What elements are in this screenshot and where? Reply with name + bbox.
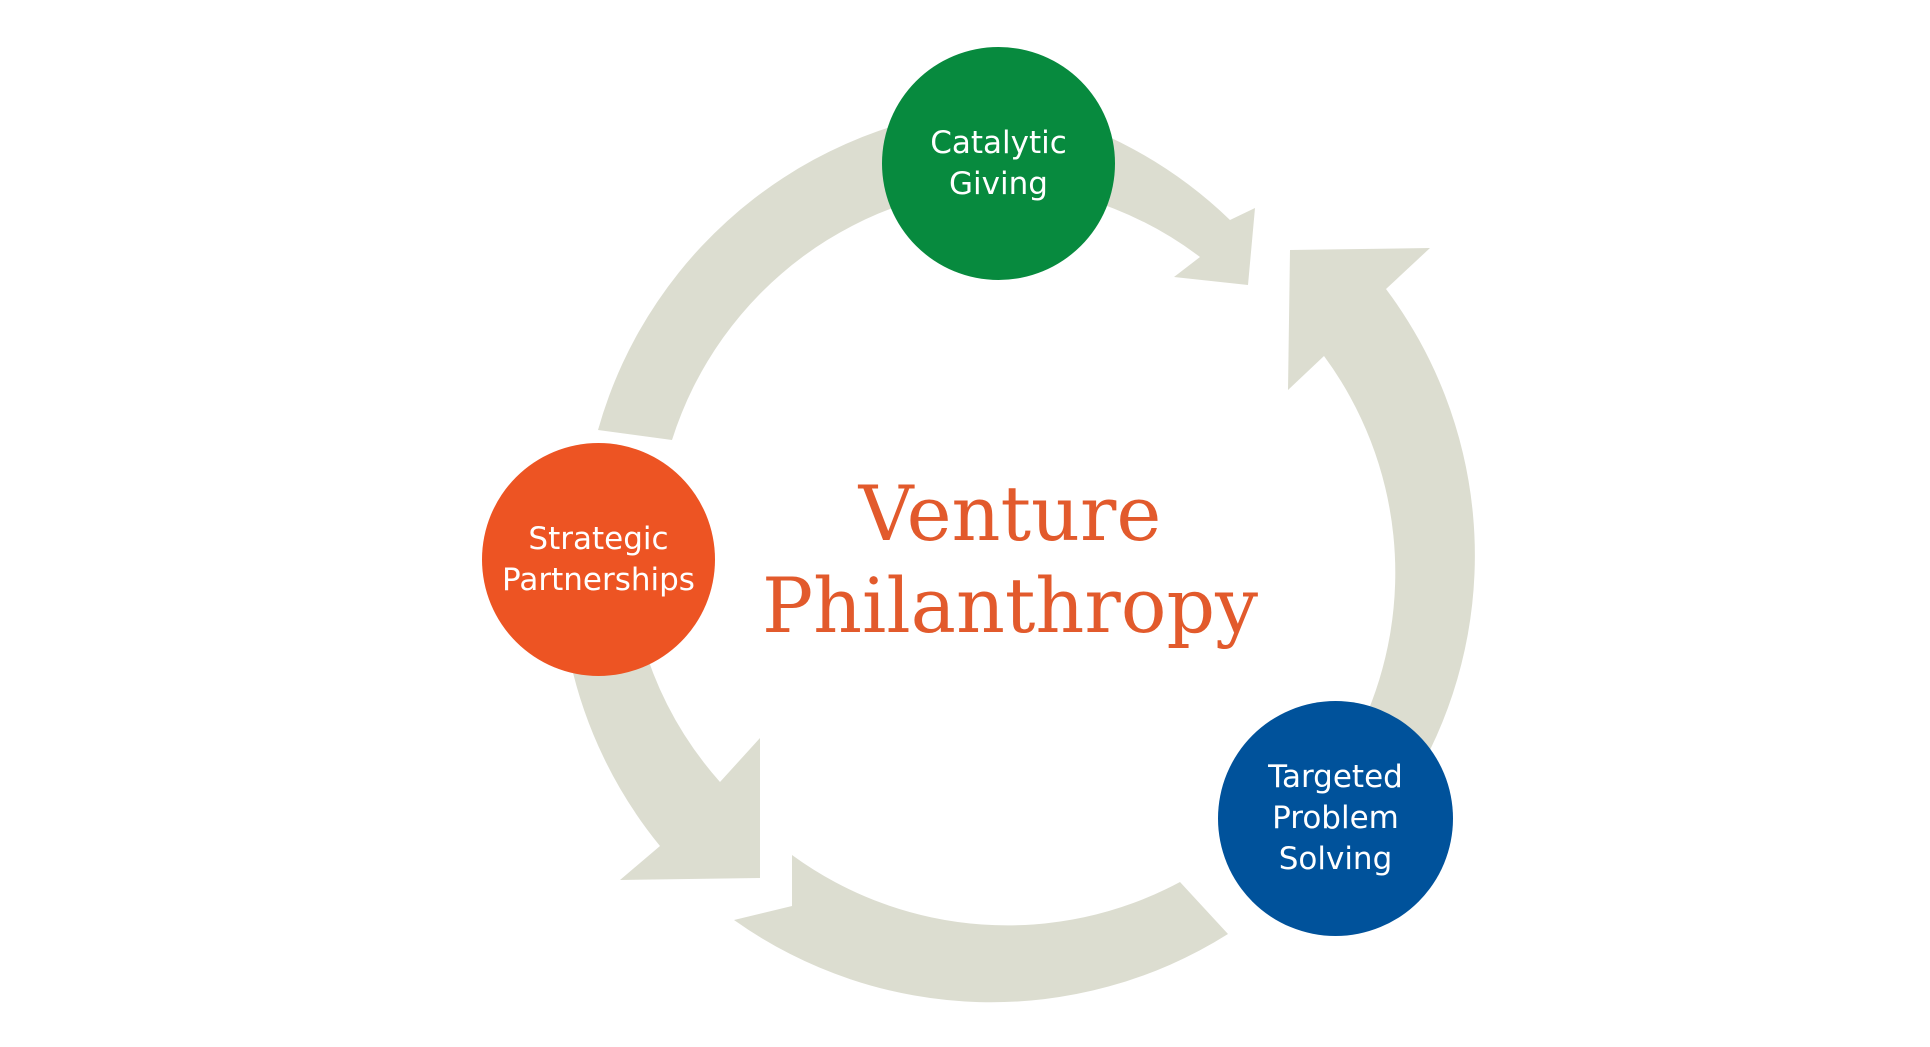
cycle-arrow-left-icon: [570, 640, 760, 880]
catalytic-giving-node: Catalytic Giving: [882, 47, 1115, 280]
title-line2: Philanthropy: [761, 561, 1259, 650]
cycle-arrow-bottom-icon: [734, 855, 1228, 1003]
venture-philanthropy-title: Venture Philanthropy: [700, 468, 1320, 652]
strategic-partnerships-label-line1: Strategic: [528, 520, 669, 557]
strategic-partnerships-node: Strategic Partnerships: [482, 443, 715, 676]
targeted-problem-solving-label-line2: Problem: [1272, 800, 1399, 836]
targeted-problem-solving-label-line3: Solving: [1278, 841, 1393, 877]
title-line1: Venture: [858, 469, 1162, 558]
cycle-arrow-right-icon: [1288, 248, 1475, 750]
strategic-partnerships-label-line2: Partnerships: [502, 561, 695, 598]
catalytic-giving-label-line1: Catalytic: [930, 124, 1067, 161]
targeted-problem-solving-node: Targeted Problem Solving: [1218, 701, 1453, 936]
catalytic-giving-label-line2: Giving: [949, 165, 1048, 202]
targeted-problem-solving-label-line1: Targeted: [1268, 759, 1403, 795]
